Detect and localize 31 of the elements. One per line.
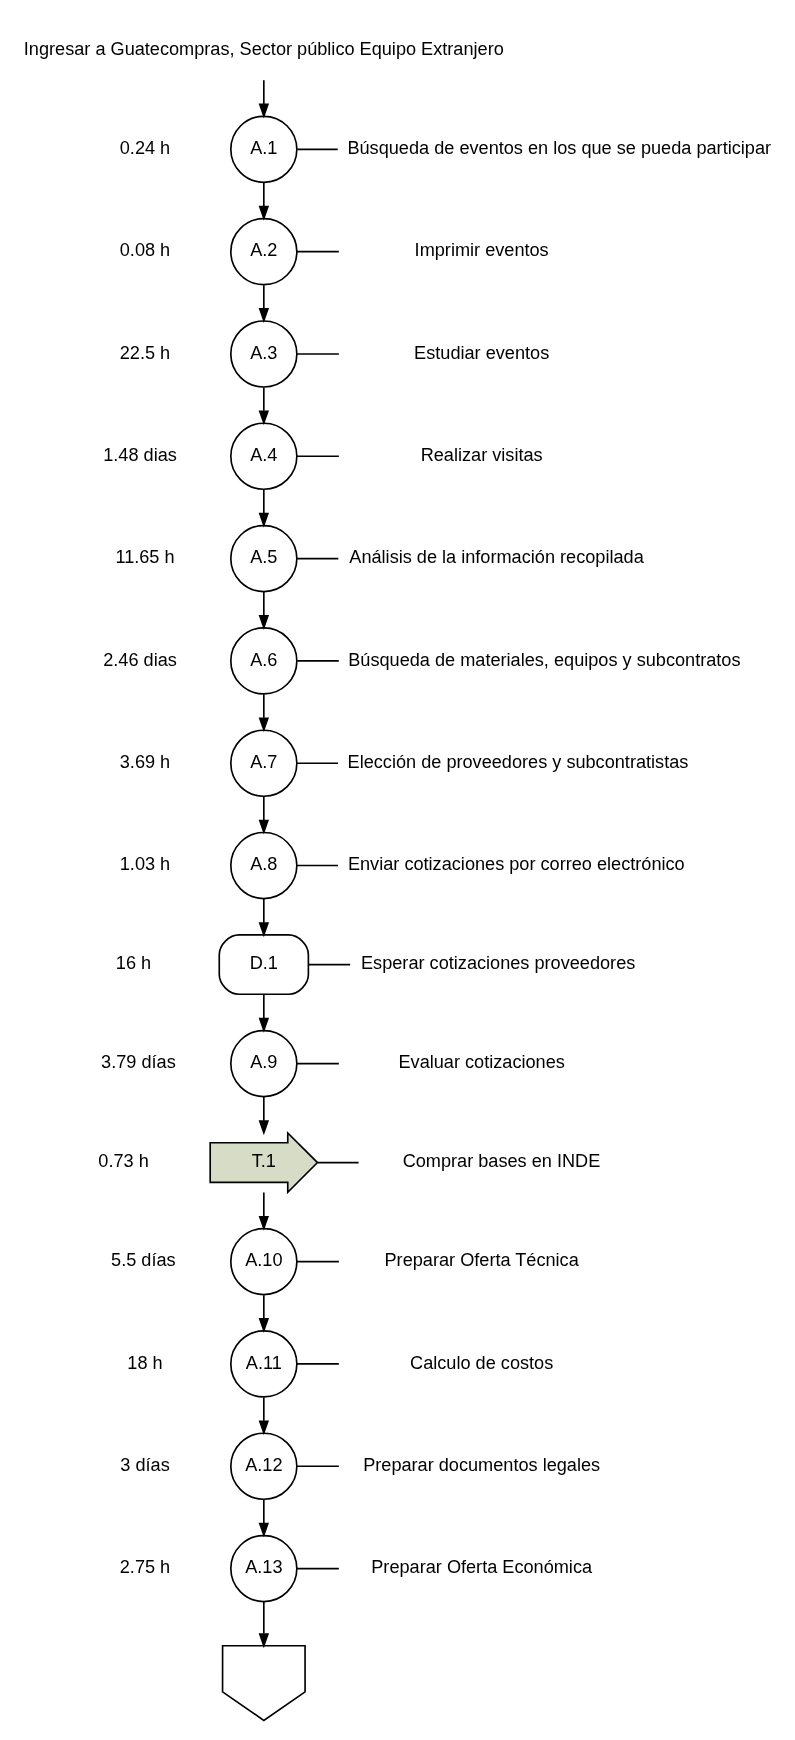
node-text: Esperar cotizaciones proveedores — [361, 952, 636, 973]
node-label: 2.46 dias — [103, 649, 177, 670]
node-label: 0.73 h — [98, 1150, 149, 1171]
node-label: 22.5 h — [119, 342, 171, 363]
node-label: 1.03 h — [119, 853, 171, 874]
node-label: 18 h — [127, 1352, 163, 1373]
node-label: 0.08 h — [119, 239, 171, 260]
node-text: Preparar Oferta Económica — [371, 1556, 593, 1577]
node-label: 3 días — [120, 1454, 170, 1475]
node-text: Ingresar a Guatecompras, Sector público Equipo Extranjero — [23, 38, 504, 59]
node-text: Evaluar cotizaciones — [398, 1051, 565, 1072]
node-label: 5.5 días — [111, 1249, 176, 1270]
node-text: Comprar bases en INDE — [402, 1150, 601, 1171]
node-label: 0.24 h — [119, 137, 171, 158]
node-label: 3.69 h — [119, 751, 171, 772]
node-text: Preparar Oferta Técnica — [384, 1249, 579, 1270]
node-label: 1.48 dias — [103, 444, 177, 465]
node-text: Imprimir eventos — [414, 239, 549, 260]
node-label: 3.79 días — [101, 1051, 176, 1072]
node-text: Realizar visitas — [420, 444, 543, 465]
node-text: Análisis de la información recopilada — [349, 546, 644, 567]
node-text: Enviar cotizaciones por correo electrónico — [347, 853, 685, 874]
node-text: Calculo de costos — [410, 1352, 554, 1373]
node-label: 2.75 h — [119, 1556, 171, 1577]
node-text: Búsqueda de materiales, equipos y subcontratos — [348, 649, 741, 670]
node-text: Elección de proveedores y subcontratistas — [347, 751, 689, 772]
node-text: Búsqueda de eventos en los que se pueda participar — [347, 137, 772, 158]
node-label: 16 h — [115, 952, 152, 973]
node-label: 11.65 h — [115, 546, 175, 567]
node-text: Estudiar eventos — [414, 342, 550, 363]
node-text: Preparar documentos legales — [363, 1454, 601, 1475]
